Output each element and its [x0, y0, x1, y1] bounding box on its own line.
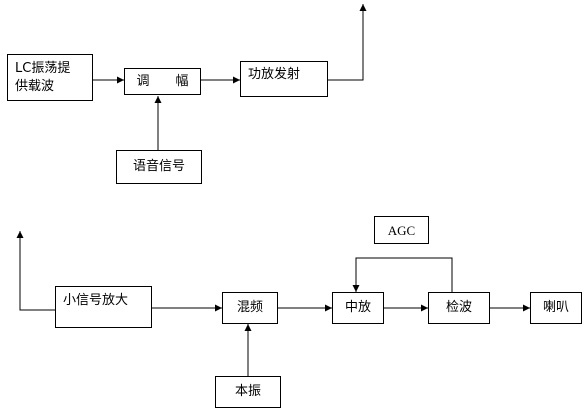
modulation-label: 调 幅: [136, 74, 189, 89]
audio-signal-block: 语音信号: [116, 150, 202, 184]
antenna-transmit: [328, 4, 367, 81]
mixer-block: 混频: [222, 292, 278, 324]
local-osc-block: 本振: [215, 376, 281, 408]
small-signal-amp-label: 小信号放大: [63, 293, 129, 308]
speaker-block: 喇叭: [530, 292, 582, 324]
speaker-label: 喇叭: [542, 300, 569, 315]
carrier-label-line1: LC振荡提: [15, 61, 71, 76]
modulation-block: 调 幅: [124, 68, 201, 95]
antenna-receive: [16, 231, 55, 311]
agc-block: AGC: [374, 216, 429, 244]
carrier-label-line2: 供载波: [15, 79, 55, 94]
mixer-label: 混频: [236, 300, 263, 315]
agc-feedback-loop: [352, 257, 453, 292]
detector-label: 检波: [445, 300, 472, 315]
carrier-oscillator-block: LC振荡提 供载波: [7, 54, 93, 101]
audio-signal-label: 语音信号: [132, 159, 185, 174]
local-osc-label: 本振: [234, 384, 261, 399]
if-amp-label: 中放: [344, 300, 371, 315]
agc-label: AGC: [387, 223, 416, 238]
power-amp-block: 功放发射: [240, 61, 328, 97]
if-amp-block: 中放: [332, 292, 384, 324]
detector-block: 检波: [428, 292, 490, 324]
power-amp-label: 功放发射: [248, 67, 301, 82]
small-signal-amp-block: 小信号放大: [55, 286, 152, 328]
